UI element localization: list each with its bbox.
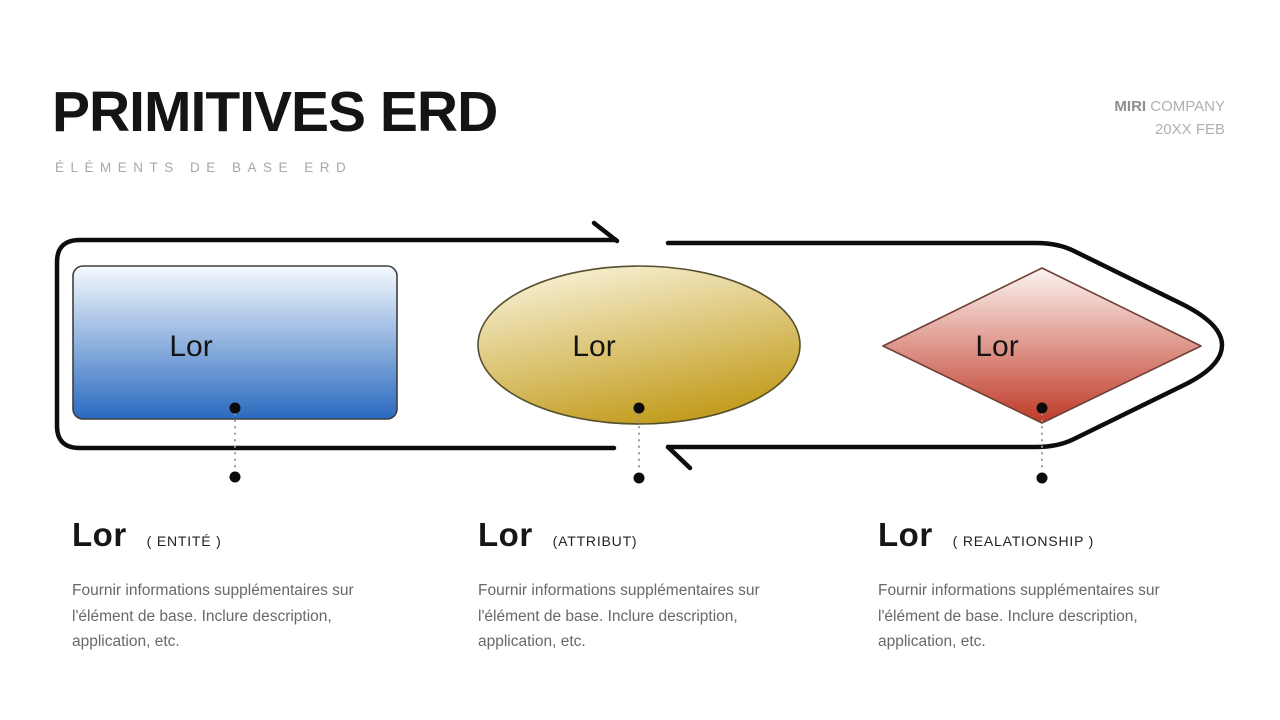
description-line: application, etc. bbox=[878, 633, 986, 650]
legend-head: Lor ( ENTITÉ ) bbox=[72, 516, 402, 554]
attribute-dot-icon bbox=[633, 402, 645, 414]
legend-column-entity: Lor ( ENTITÉ ) Fournir informations supp… bbox=[72, 516, 402, 655]
description-line: application, etc. bbox=[72, 633, 180, 650]
legend-tag: (ATTRIBUT) bbox=[552, 533, 638, 549]
brand-block: MIRI COMPANY 20XX FEB bbox=[1114, 95, 1225, 141]
entity-dot-end-icon bbox=[229, 471, 241, 483]
entity-rectangle-shape bbox=[72, 265, 398, 420]
attribute-dot-end-icon bbox=[633, 472, 645, 484]
description-line: l'élément de base. Inclure description, bbox=[478, 607, 738, 625]
brand-name: MIRI COMPANY bbox=[1114, 95, 1225, 118]
description-line: l'élément de base. Inclure description, bbox=[72, 607, 332, 625]
legend-description: Fournir informations supplémentaires sur… bbox=[478, 578, 808, 655]
legend-description: Fournir informations supplémentaires sur… bbox=[878, 578, 1208, 655]
description-line: Fournir informations supplémentaires sur bbox=[878, 582, 1160, 599]
legend-description: Fournir informations supplémentaires sur… bbox=[72, 578, 402, 655]
legend-term: Lor bbox=[478, 516, 533, 553]
description-line: application, etc. bbox=[478, 633, 586, 650]
brand-name-regular: COMPANY bbox=[1146, 98, 1225, 115]
description-line: l'élément de base. Inclure description, bbox=[878, 607, 1138, 625]
arrowhead-right-icon bbox=[591, 220, 620, 244]
legend-head: Lor ( REALATIONSHIP ) bbox=[878, 516, 1208, 554]
relationship-dot-end-icon bbox=[1036, 472, 1048, 484]
page-title: PRIMITIVES ERD bbox=[52, 80, 498, 144]
cycle-arrow-left-path bbox=[54, 220, 620, 451]
connector-dotted-lines bbox=[234, 413, 1043, 473]
legend-term: Lor bbox=[72, 516, 127, 553]
connector-dots bbox=[229, 402, 1048, 484]
brand-date: 20XX FEB bbox=[1154, 121, 1225, 138]
arrowhead-left-icon bbox=[665, 444, 693, 471]
legend-column-attribute: Lor (ATTRIBUT) Fournir informations supp… bbox=[478, 516, 808, 655]
attribute-ellipse-shape bbox=[477, 265, 801, 425]
entity-dot-icon bbox=[229, 402, 241, 414]
legend-head: Lor (ATTRIBUT) bbox=[478, 516, 808, 554]
entity-shape-label: Lor bbox=[169, 330, 213, 363]
relationship-diamond-shape bbox=[882, 267, 1202, 424]
description-line: Fournir informations supplémentaires sur bbox=[72, 582, 354, 599]
page-subtitle: ÉLÉMENTS DE BASE ERD bbox=[55, 160, 353, 175]
legend-column-relationship: Lor ( REALATIONSHIP ) Fournir informatio… bbox=[878, 516, 1208, 655]
legend-tag: ( REALATIONSHIP ) bbox=[952, 533, 1095, 549]
brand-name-bold: MIRI bbox=[1114, 98, 1147, 115]
relationship-shape-label: Lor bbox=[975, 330, 1019, 363]
relationship-dot-icon bbox=[1036, 402, 1048, 414]
attribute-shape-label: Lor bbox=[572, 330, 616, 363]
cycle-arrow-right-path bbox=[665, 240, 1225, 471]
legend-term: Lor bbox=[878, 516, 933, 553]
description-line: Fournir informations supplémentaires sur bbox=[478, 582, 760, 599]
legend-tag: ( ENTITÉ ) bbox=[146, 533, 222, 549]
